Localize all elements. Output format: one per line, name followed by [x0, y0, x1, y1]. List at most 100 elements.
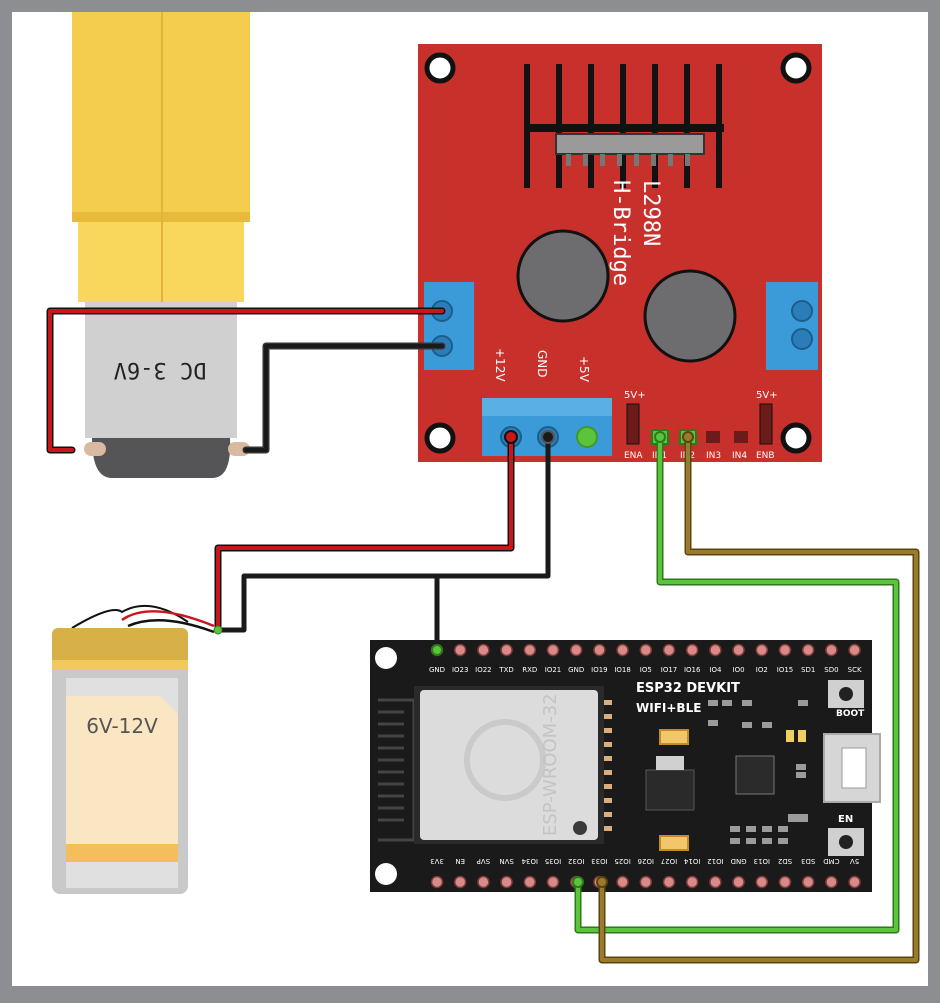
esp32-devkit: ESP-WROOM-32 ESP32 DEVKIT WIFI+BLE	[370, 640, 881, 892]
header-pin	[825, 643, 838, 657]
mount-hole	[424, 52, 456, 84]
pin-label: IO16	[684, 666, 701, 674]
header-pin	[801, 875, 815, 889]
led	[786, 730, 794, 742]
header-pin	[453, 875, 467, 889]
pin-label: SCK	[848, 666, 862, 674]
regulator-tab	[656, 756, 684, 770]
header-pin	[709, 643, 722, 657]
mount-hole	[375, 863, 397, 885]
pin-label: IO32	[568, 857, 584, 865]
voltage-regulator	[645, 769, 695, 811]
mount-hole	[780, 52, 812, 84]
ena-jumper	[626, 403, 640, 445]
header-pin	[477, 875, 490, 889]
terminal-block	[424, 282, 474, 370]
jumper-label-left: 5V+	[624, 390, 646, 401]
header-pin	[639, 875, 653, 889]
5v-screw	[576, 426, 598, 448]
header-pin	[593, 643, 606, 657]
header-pin	[732, 643, 745, 657]
mount-hole	[375, 647, 397, 669]
pin-label: SVN	[499, 857, 513, 865]
wire-in1-green	[576, 435, 898, 932]
module-shield	[420, 690, 598, 840]
espressif-logo	[464, 719, 546, 801]
header-pin	[616, 875, 629, 889]
header-pin	[778, 643, 792, 657]
l298n-chip	[555, 133, 705, 155]
header-pin	[685, 875, 699, 889]
header-pin	[662, 643, 676, 657]
pin-label: IO21	[545, 666, 561, 674]
capacitor	[643, 269, 737, 363]
pin-label: IO35	[545, 857, 561, 865]
wire-junctions	[213, 430, 694, 888]
header-pin	[662, 875, 676, 889]
esp32-subtitle: WIFI+BLE	[636, 701, 701, 715]
pin-label-enb: ENB	[756, 451, 775, 461]
power-terminal	[482, 398, 612, 456]
battery-pack: 6V-12V	[52, 605, 215, 894]
motor-a-terminal	[424, 282, 474, 370]
header-pin	[546, 875, 560, 889]
header-pin	[569, 643, 583, 657]
header-pin	[755, 643, 769, 657]
pin-label: IO23	[452, 666, 468, 674]
pin-label-in3: IN3	[706, 451, 721, 461]
en-label: EN	[838, 814, 853, 825]
header-pin	[825, 875, 838, 889]
pin-label: IO27	[661, 857, 677, 865]
header-pin	[616, 643, 629, 657]
header-pin	[500, 643, 513, 657]
enb-jumper	[759, 403, 773, 445]
pin-label: IO14	[683, 857, 700, 865]
mount-hole	[780, 422, 812, 454]
pin-label: SD3	[801, 857, 815, 865]
smd-component	[659, 729, 689, 745]
pin-label: IO12	[707, 857, 723, 865]
header-pin	[523, 643, 537, 657]
power-label-5v: +5V	[577, 356, 591, 383]
dc-motor: DC 3-6V	[72, 12, 250, 478]
pin-label: IO25	[614, 857, 630, 865]
header-pin	[500, 875, 513, 889]
battery-label-area	[66, 696, 178, 862]
hbridge-title-line1: L298N	[638, 180, 663, 246]
in3-pin	[706, 431, 720, 443]
wire-in2-brown	[600, 435, 918, 962]
pin-label: EN	[455, 857, 465, 865]
pin-label: CMD	[823, 857, 839, 865]
header-pin	[778, 875, 792, 889]
pin-label: IO5	[640, 666, 652, 674]
pin-label-in4: IN4	[732, 451, 747, 461]
battery-top	[52, 628, 188, 664]
pin-label: 3V3	[430, 857, 444, 865]
motor-b-terminal	[766, 282, 818, 370]
pin-label: IO33	[591, 857, 607, 865]
motor-body	[85, 302, 237, 438]
esp32-title: ESP32 DEVKIT	[636, 681, 740, 696]
pin-label: IO22	[475, 666, 491, 674]
pin-label: GND	[731, 857, 747, 865]
header-pin	[523, 875, 537, 889]
pin-label: SVP	[477, 857, 490, 865]
pin-label: IO15	[777, 666, 793, 674]
pin-label: GND	[429, 666, 445, 674]
wire-motor-red	[48, 309, 444, 452]
pin-label: IO0	[733, 666, 745, 674]
wires	[46, 307, 920, 964]
header-pin	[848, 643, 861, 657]
passive-components	[708, 700, 808, 844]
usb-uart-chip	[735, 755, 775, 795]
module-text: ESP-WROOM-32	[540, 693, 561, 836]
power-label-12v: +12V	[493, 348, 507, 382]
heatsink	[524, 64, 724, 188]
header-pin	[639, 643, 653, 657]
jumper-label-right: 5V+	[756, 390, 778, 401]
power-label-gnd: GND	[535, 350, 549, 378]
pin-label: IO18	[614, 666, 630, 674]
